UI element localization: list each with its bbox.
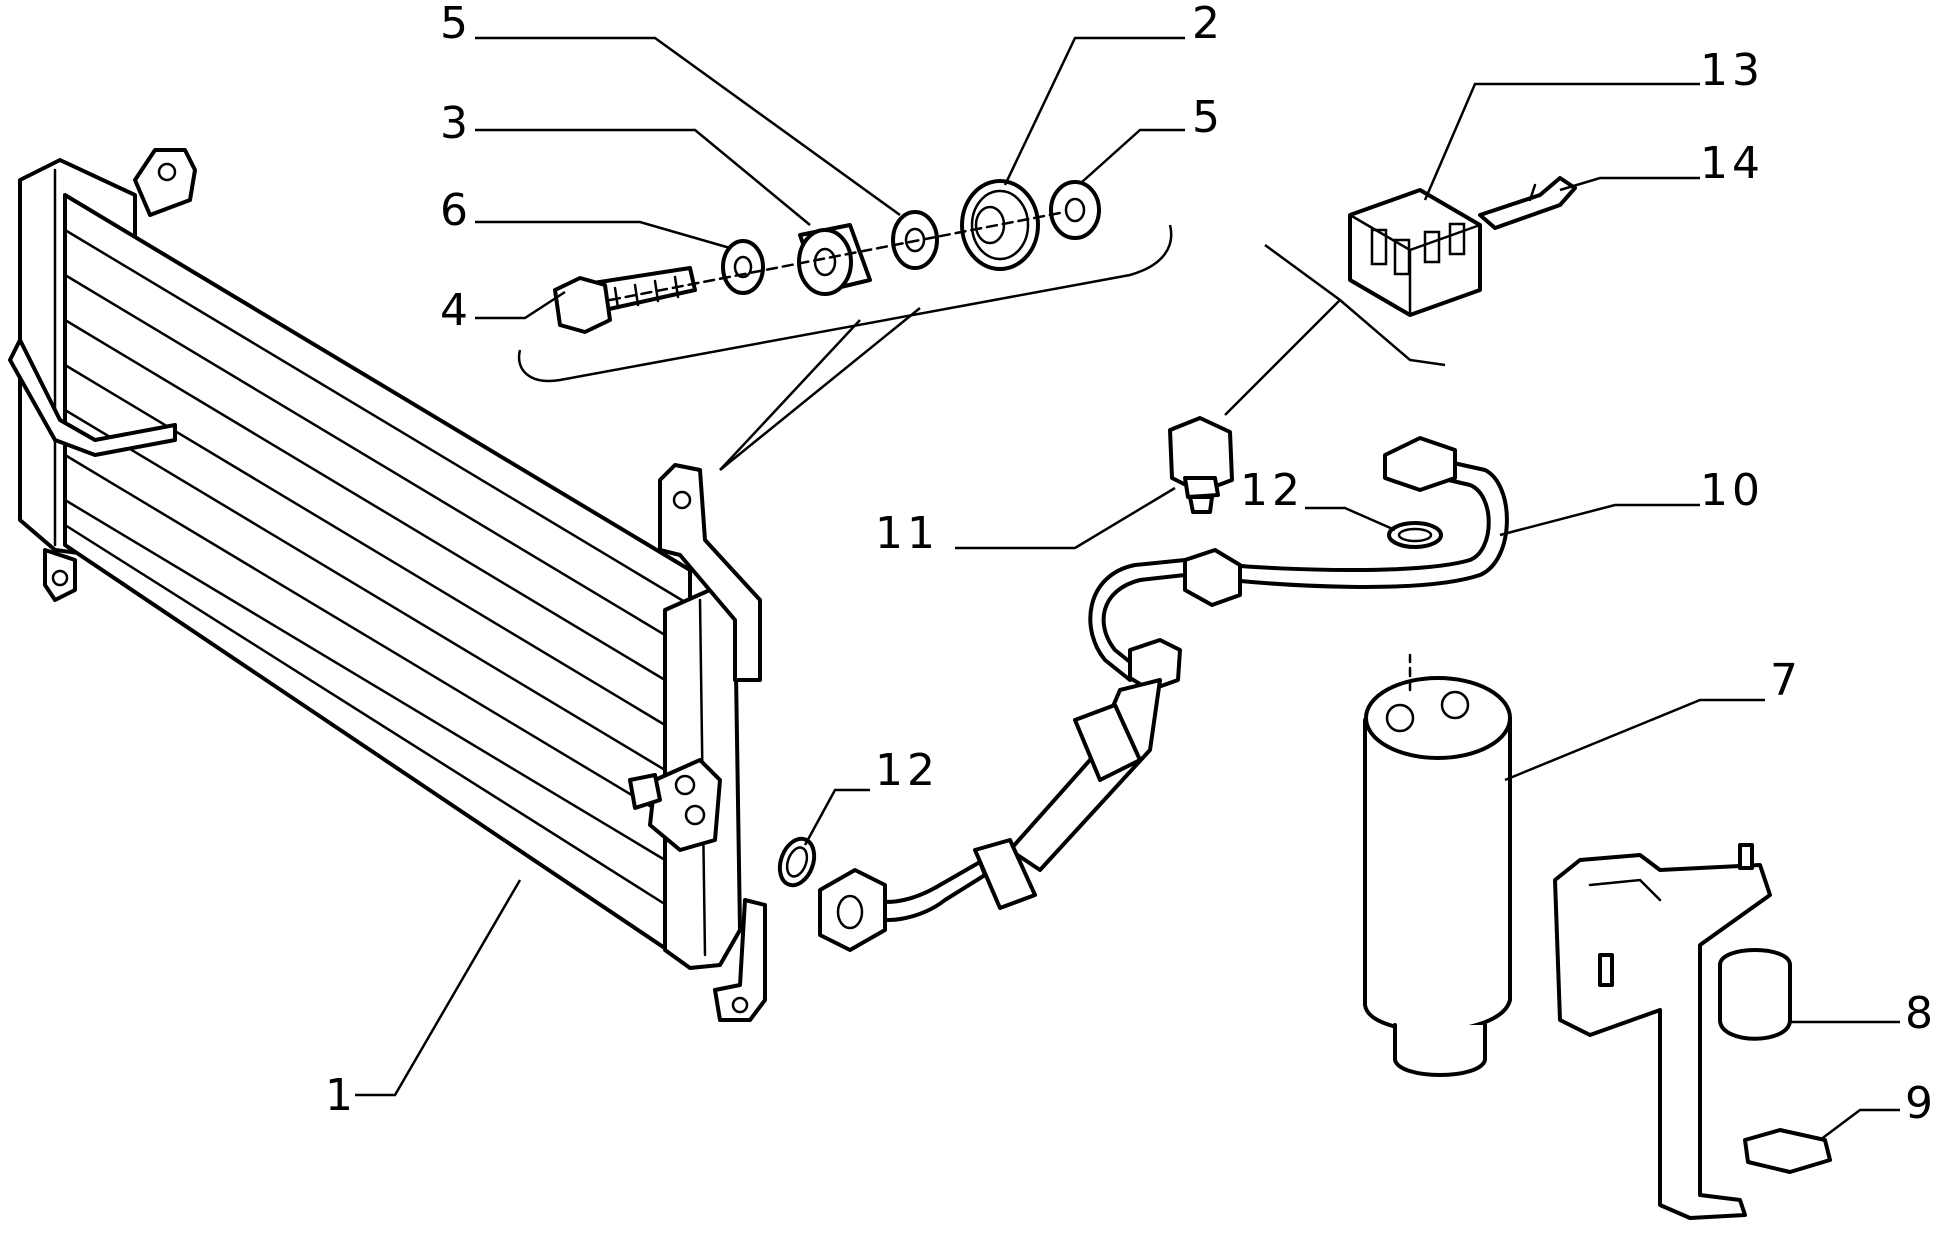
leader-12a <box>1305 506 1396 532</box>
leader-1 <box>355 879 522 1097</box>
terminal-icon <box>1478 176 1577 230</box>
leader-9 <box>1819 1108 1900 1141</box>
callout-8: 8 <box>1905 988 1937 1039</box>
grommet-icon <box>960 179 1040 271</box>
pipe-icon <box>818 436 1509 952</box>
callout-5b: 5 <box>1192 92 1224 143</box>
callout-13: 13 <box>1700 45 1764 96</box>
washer-icon <box>721 239 765 295</box>
washer-icon <box>1049 180 1101 240</box>
cylinder-icon <box>1363 653 1512 1077</box>
callout-9: 9 <box>1905 1078 1937 1129</box>
connector-icon <box>1348 188 1482 317</box>
leader-7 <box>1504 698 1765 782</box>
spacer-icon <box>797 223 872 296</box>
callout-12a: 12 <box>1240 465 1304 516</box>
callout-3: 3 <box>440 98 472 149</box>
callout-11: 11 <box>875 508 939 559</box>
leader-12b <box>803 788 870 846</box>
callout-14: 14 <box>1700 138 1764 189</box>
bolt-icon <box>553 266 697 334</box>
callout-12b: 12 <box>875 745 939 796</box>
switch-icon <box>1168 416 1234 514</box>
leader-13 <box>1423 82 1700 201</box>
callout-4: 4 <box>440 285 472 336</box>
leader-3 <box>475 128 811 226</box>
leader-5a <box>475 36 901 217</box>
o-ring-icon <box>1387 521 1443 549</box>
callout-5a: 5 <box>440 0 472 49</box>
leader-5b <box>1081 128 1185 183</box>
leader-6 <box>475 220 731 250</box>
leader-4 <box>475 290 566 320</box>
leader-14 <box>1559 176 1700 192</box>
condenser-icon <box>8 148 767 1022</box>
callout-7: 7 <box>1770 655 1802 706</box>
bracket-icon <box>1553 843 1792 1220</box>
o-ring-icon <box>777 836 817 888</box>
callout-1: 1 <box>325 1070 357 1121</box>
leader-11 <box>955 486 1176 550</box>
leader-10 <box>1499 503 1700 537</box>
callout-2: 2 <box>1192 0 1224 49</box>
callout-10: 10 <box>1700 465 1764 516</box>
pad-icon <box>1743 1128 1832 1174</box>
callout-6: 6 <box>440 185 472 236</box>
leader-2 <box>1003 36 1185 186</box>
